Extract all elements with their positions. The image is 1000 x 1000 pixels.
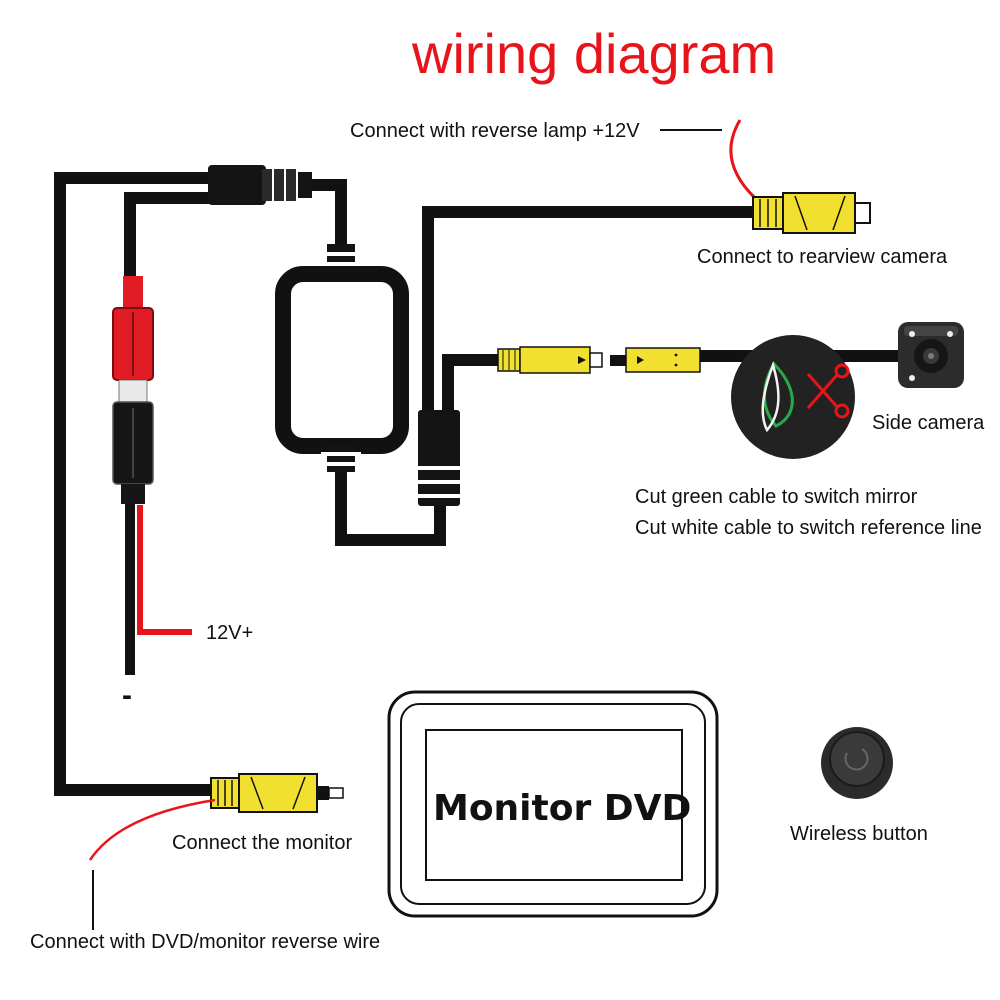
top-inline-connector	[208, 165, 312, 205]
wire-to-side-camera	[442, 354, 500, 412]
cut-white-label: Cut white cable to switch reference line	[635, 517, 982, 539]
white-wire-loop-icon	[761, 361, 780, 433]
fuse-holder	[112, 276, 154, 504]
wireless-button-label: Wireless button	[790, 823, 928, 845]
wire-to-rearview	[422, 206, 755, 412]
side-camera-male-connector	[497, 346, 603, 374]
dvd-reverse-red-wire	[88, 798, 216, 861]
power-positive-wire	[137, 505, 192, 635]
red-scissors-icon	[806, 363, 850, 419]
dvd-reverse-label: Connect with DVD/monitor reverse wire	[30, 931, 380, 953]
rearview-camera-connector	[752, 192, 871, 234]
power-negative-label: -	[122, 679, 132, 712]
wire-left-outer	[54, 172, 215, 796]
power-positive-label: 12V+	[206, 622, 253, 644]
wire-box-to-junction	[335, 467, 446, 546]
cut-green-label: Cut green cable to switch mirror	[635, 486, 918, 508]
cut-cable-badge	[731, 335, 855, 459]
side-camera-icon	[898, 322, 964, 388]
reverse-lamp-red-wire	[729, 119, 757, 200]
control-box	[275, 244, 409, 472]
reverse-lamp-label: Connect with reverse lamp +12V	[350, 120, 640, 142]
connect-monitor-label: Connect the monitor	[172, 832, 352, 854]
monitor-rca-connector	[210, 773, 344, 813]
side-camera-female-connector	[610, 347, 701, 373]
monitor-label: Monitor DVD	[433, 788, 691, 829]
diagram-title: wiring diagram	[411, 22, 776, 85]
side-camera-label: Side camera	[872, 412, 985, 434]
junction-connector	[414, 410, 464, 506]
main-wires	[54, 172, 905, 796]
monitor-dvd: Monitor DVD	[387, 690, 719, 918]
rearview-camera-label: Connect to rearview camera	[697, 246, 948, 268]
wire-top-to-box	[310, 179, 347, 248]
wire-left-inner	[124, 192, 215, 282]
round-push-button-icon	[821, 727, 893, 799]
